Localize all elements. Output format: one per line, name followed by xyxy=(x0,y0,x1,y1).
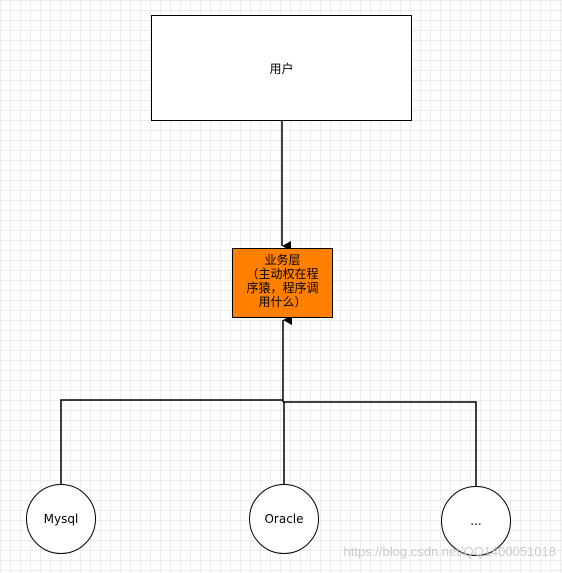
business-line-4: 用什么） xyxy=(258,295,307,309)
watermark: https://blog.csdn.net/QQ1400051018 xyxy=(343,544,557,559)
node-oracle: Oracle xyxy=(249,484,319,554)
node-oracle-label: Oracle xyxy=(264,512,304,526)
node-business-layer: 业务层 （主动权在程 序猿，程序调 用什么） xyxy=(232,248,333,318)
node-user: 用户 xyxy=(151,15,412,121)
business-line-1: 业务层 xyxy=(264,253,301,267)
edge-mysql-to-business xyxy=(60,399,283,484)
node-mysql-label: Mysql xyxy=(43,512,79,526)
node-mysql: Mysql xyxy=(26,484,96,554)
business-line-2: （主动权在程 xyxy=(246,267,319,281)
node-more-label: ... xyxy=(470,514,482,528)
edge-more-to-business xyxy=(283,401,477,486)
node-user-label: 用户 xyxy=(269,61,294,76)
business-line-3: 序猿，程序调 xyxy=(246,281,319,295)
node-more: ... xyxy=(441,486,511,556)
